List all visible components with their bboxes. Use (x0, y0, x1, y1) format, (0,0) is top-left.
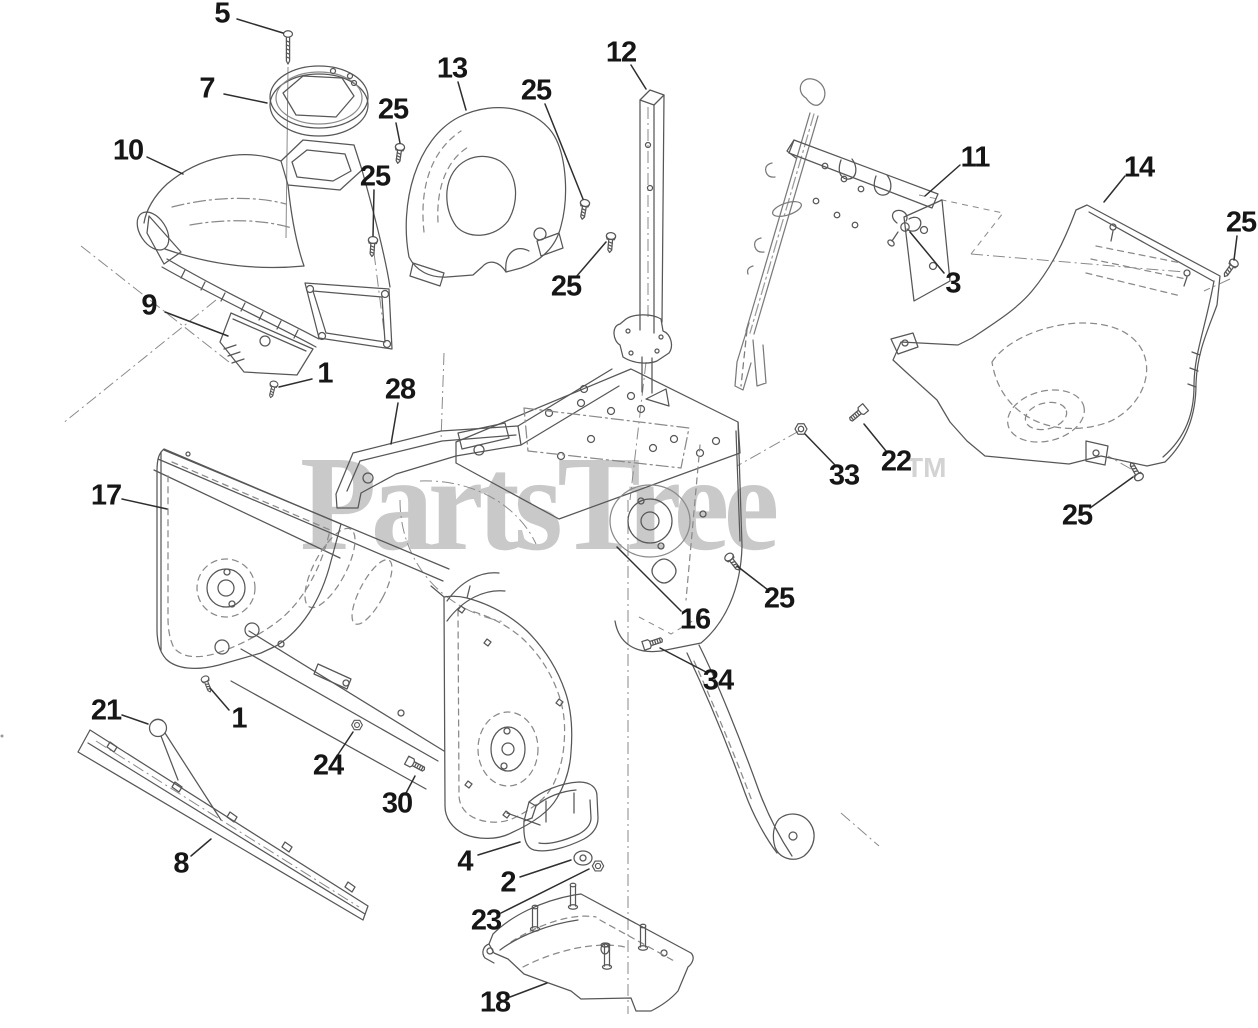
chute-ring (269, 65, 369, 137)
construction-lines (0, 66, 1231, 1014)
lower-belt-guide-bracket (523, 781, 599, 852)
hex-nut-33 (794, 423, 808, 435)
discharge-chute (136, 139, 393, 350)
hex-bolt-30 (403, 755, 428, 775)
left-side-plate (156, 448, 342, 669)
frame-assembly (153, 368, 815, 860)
flat-washer (573, 850, 593, 866)
scraper-blade (77, 729, 369, 921)
ball-knob (148, 718, 222, 821)
chute-mount-screw (282, 30, 294, 65)
hex-bolt-22 (846, 403, 870, 425)
lower-frame-cover (482, 882, 694, 1012)
hex-nut-24 (351, 719, 363, 731)
belt-cover (405, 106, 567, 287)
chute-crank-rod (734, 78, 826, 391)
handle-post (613, 89, 673, 394)
carriage-bolt-1-instances (199, 379, 280, 694)
lower-chassis-panel (890, 204, 1221, 467)
watermark-tm: TM (906, 452, 947, 483)
impeller-side-plate (430, 585, 573, 839)
wing-knob (887, 209, 922, 247)
screw-25-instances (366, 142, 1241, 574)
hex-nut-23 (591, 860, 605, 872)
chute-deflector (219, 312, 314, 376)
handle-mount-bracket (786, 139, 951, 302)
leader-lines (121, 18, 1238, 998)
